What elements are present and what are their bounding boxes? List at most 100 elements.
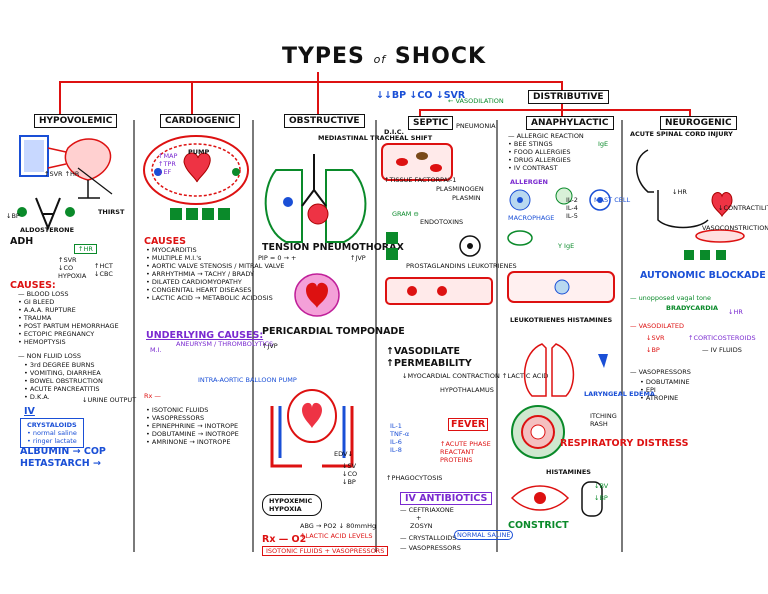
septic-abx-item: — CEFTRIAXONE	[400, 506, 454, 514]
cardio-cause: • AORTIC VALVE STENOSIS / MITRAL VALVE	[146, 262, 285, 270]
hypo-effects-list: ↑SVR ↓CO HYPOXIA	[58, 256, 86, 280]
cardio-cause: • ARRHYTHMIA → TACHY / BRADY	[146, 270, 254, 278]
ana-il: IL-2	[566, 196, 578, 204]
header-hypovolemic: HYPOVOLEMIC	[34, 114, 118, 128]
top-note-bp: ↓↓BP ↓CO ↓SVR	[376, 90, 466, 101]
hypo-bp: ↓BP	[6, 212, 20, 220]
ana-leuko: LEUKOTRIENES HISTAMINES	[510, 316, 613, 324]
branch-neurogenic	[562, 109, 691, 117]
ana-vessel	[507, 271, 615, 303]
neuro-vasopressors: — VASOPRESSORS	[630, 368, 691, 376]
title-of: of	[373, 53, 387, 66]
header-distributive: DISTRIBUTIVE	[528, 90, 609, 104]
ana-item: • IV CONTRAST	[508, 164, 558, 172]
ana-macrophage: MACROPHAGE	[508, 214, 555, 222]
cardio-label: ↑MAP	[158, 152, 178, 160]
hypo-effects-box: ↑HR	[74, 244, 97, 254]
neuro-bp: ↓BP	[646, 346, 660, 354]
anaphylactic-cells	[507, 187, 611, 246]
neuro-diagram	[636, 149, 745, 260]
branch-distributive	[318, 81, 563, 92]
obs-bp: ↓BP	[342, 478, 356, 486]
hypo-nonfluid-list: • 3rd DEGREE BURNS • VOMITING, DIARRHEA …	[24, 361, 103, 401]
circulation-diagram	[270, 389, 354, 468]
septic-pneumonia: PNEUMONIA	[456, 122, 496, 130]
cardio-treatment: • ISOTONIC FLUIDS	[146, 406, 209, 414]
septic-fever: FEVER	[448, 418, 489, 431]
hypo-cause: — BLOOD LOSS	[18, 290, 69, 298]
hypo-cause: • A.A.A. RUPTURE	[18, 306, 76, 314]
cardio-cause: • LACTIC ACID → METABOLIC ACIDOSIS	[146, 294, 273, 302]
hypo-cause: • TRAUMA	[18, 314, 52, 322]
obs-ejvp: ↑JVP	[262, 342, 278, 350]
hypo-cbc: ↓CBC	[94, 270, 113, 278]
ana-ige: IgE	[598, 140, 609, 148]
cardio-label: ↑TPR	[158, 160, 176, 168]
obs-co: ↓CO	[342, 470, 358, 478]
cardio-treatment: • EPINEPHRINE → INOTROPE	[146, 422, 239, 430]
ana-mast: MAST CELL	[594, 196, 631, 204]
obs-rx: Rx — O2	[262, 534, 307, 545]
cardio-cause: • DILATED CARDIOMYOPATHY	[146, 278, 242, 286]
header-neurogenic: NEUROGENIC	[660, 116, 737, 130]
obs-lactic: ↑LACTIC ACID LEVELS	[300, 532, 373, 540]
hypo-adh: ADH	[10, 236, 34, 247]
cardio-treatment-list: • ISOTONIC FLUIDS • VASOPRESSORS • EPINE…	[146, 406, 239, 446]
septic-myocardial: ↓MYOCARDIAL CONTRACTION ↑LACTIC ACID	[402, 372, 549, 380]
hypovolemic-diagram	[17, 135, 113, 231]
obs-fluids: ISOTONIC FLUIDS + VASOPRESSORS	[262, 546, 389, 556]
neuro-contractility: ↓CONTRACTILITY	[718, 204, 768, 212]
hypo-effect-box-label: ↑HR	[74, 244, 97, 254]
cardio-treatment: • VASOPRESSORS	[146, 414, 205, 422]
ana-item: • DRUG ALLERGIES	[508, 156, 571, 164]
top-note-vasodilation: ← VASODILATION	[448, 97, 504, 105]
cardio-pump: PUMP	[188, 148, 210, 156]
cardio-cause: • CONGENITAL HEART DISEASES	[146, 286, 252, 294]
cardio-aneurysm: ANEURYSM / THROMBOLYTICS	[176, 340, 274, 348]
hypo-cause: • HEMOPTYSIS	[18, 338, 66, 346]
septic-tissue: ↑TISSUE FACTOR	[384, 176, 441, 184]
cardio-rx: Rx —	[144, 392, 161, 400]
hypo-nonfluid: • 3rd DEGREE BURNS	[24, 361, 95, 369]
obs-sv: ↓SV	[342, 462, 357, 470]
hypo-svr-hr: ↑SVR ↑HR	[44, 170, 80, 178]
tamponade-heart	[294, 273, 340, 317]
ana-rash: ITCHING RASH	[590, 412, 617, 428]
septic-pai: PAI-1	[440, 176, 457, 184]
branch-hypovolemic	[59, 72, 319, 116]
hypo-nonfluid: • ACUTE PANCREATITIS	[24, 385, 100, 393]
hypo-hetastarch: HETASTARCH →	[20, 458, 101, 469]
hypo-nonfluid: • D.K.A.	[24, 393, 50, 401]
septic-normal: NORMAL SALINE	[454, 530, 514, 540]
septic-cells	[385, 232, 493, 305]
ana-lungs	[523, 343, 608, 397]
septic-vasopressors: — VASOPRESSORS	[400, 544, 461, 552]
septic-acute: ↑ACUTE PHASE REACTANT PROTEINS	[440, 440, 491, 464]
cardio-treatment: • AMRINONE → INOTROPE	[146, 438, 231, 446]
septic-prostaglandins: PROSTAGLANDINS LEUKOTRIENES	[406, 262, 517, 270]
septic-crystalloids: — CRYSTALLOIDS	[400, 534, 457, 542]
septic-antibiotics: IV ANTIBIOTICS	[400, 492, 493, 505]
hypo-iv-item: • ringer lactate	[27, 437, 77, 445]
hypo-aldosterone: ALDOSTERONE	[20, 226, 75, 234]
ana-constrict: CONSTRICT	[508, 520, 569, 531]
cardio-mi: M.I.	[150, 346, 162, 354]
septic-plasminogen: PLASMINOGEN	[436, 185, 484, 193]
septic-abx-item: +	[416, 514, 422, 522]
ana-bp: ↓BP	[594, 494, 608, 502]
ana-histamines: HISTAMINES	[546, 468, 591, 476]
header-septic: SEPTIC	[408, 116, 454, 130]
septic-cytokine: TNF-α	[390, 430, 410, 438]
septic-cytokine: IL-6	[390, 438, 402, 446]
hypo-effect: ↑SVR	[58, 256, 77, 264]
neuro-drugs: • DOBUTAMINE • EPI • ATROPINE	[640, 378, 690, 402]
ana-item: • FOOD ALLERGIES	[508, 148, 571, 156]
hypo-thirst: THIRST	[98, 208, 125, 216]
hypo-cause: • GI BLEED	[18, 298, 55, 306]
obs-tension: TENSION PNEUMOTHORAX	[262, 242, 404, 253]
obs-abg: ABG → PO2 ↓ 80mmHg	[300, 522, 377, 530]
septic-cytokines: IL-1 TNF-α IL-6 IL-8	[390, 422, 409, 454]
septic-abx-item: ZOSYN	[410, 522, 433, 530]
cardio-treatment: • DOBUTAMINE → INOTROPE	[146, 430, 239, 438]
